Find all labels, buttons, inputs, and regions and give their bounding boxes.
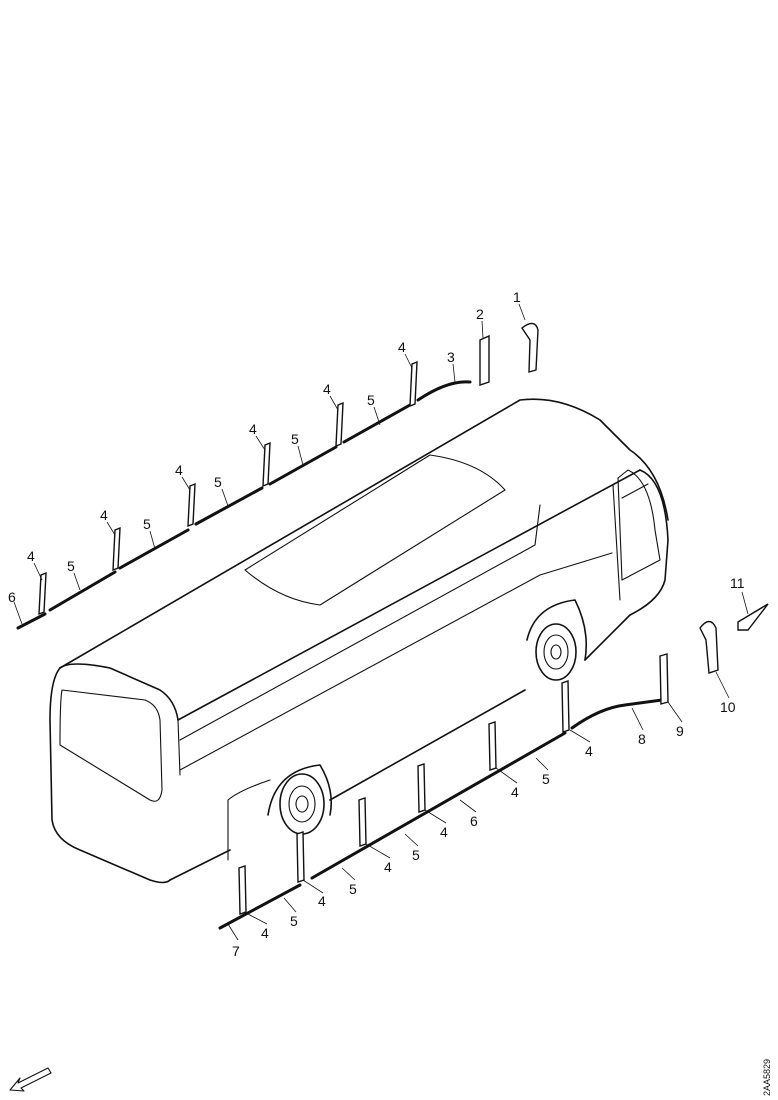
callout-label: 1 (513, 289, 521, 305)
callout-label: 5 (290, 913, 298, 929)
callout-label: 5 (291, 431, 299, 447)
callout-label: 4 (261, 925, 269, 941)
upper-trim-strips (16, 322, 539, 630)
callout-label: 11 (730, 575, 745, 591)
callout-label: 5 (214, 474, 222, 490)
callout-label: 6 (470, 813, 478, 829)
callout-label: 4 (100, 507, 108, 523)
callout-label: 10 (720, 699, 736, 715)
callout-label: 5 (412, 847, 420, 863)
leader-lines (13, 303, 749, 941)
lower-trim-strips (218, 603, 769, 930)
callout-label: 4 (585, 743, 593, 759)
callout-label: 9 (676, 723, 684, 739)
callout-label: 4 (384, 859, 392, 875)
callouts-extra: 11 10 (720, 575, 745, 715)
callout-label: 5 (367, 392, 375, 408)
callout-label: 5 (143, 516, 151, 532)
callout-label: 5 (542, 771, 550, 787)
callout-label: 6 (8, 589, 16, 605)
callout-label: 4 (249, 421, 257, 437)
callout-label: 4 (27, 548, 35, 564)
callout-label: 4 (323, 381, 331, 397)
callout-label: 4 (440, 824, 448, 840)
diagram-code: 2AA5829 (762, 1059, 772, 1096)
bus-outline-icon (49, 398, 669, 884)
callout-label: 4 (318, 893, 326, 909)
callout-label: 7 (232, 943, 240, 959)
callout-label: 4 (511, 784, 519, 800)
callout-label: 4 (175, 462, 183, 478)
callout-label: 2 (476, 306, 484, 322)
callout-label: 4 (398, 339, 406, 355)
direction-arrow-icon (9, 1067, 52, 1092)
callout-label: 5 (67, 558, 75, 574)
callouts-lower: 7 4 5 4 5 4 5 4 6 4 5 4 8 9 (232, 723, 684, 959)
callout-label: 5 (349, 881, 357, 897)
callouts-upper: 6 4 5 4 5 4 5 4 5 4 5 4 3 2 1 (8, 289, 521, 605)
callout-label: 3 (447, 349, 455, 365)
callout-label: 8 (638, 731, 646, 747)
